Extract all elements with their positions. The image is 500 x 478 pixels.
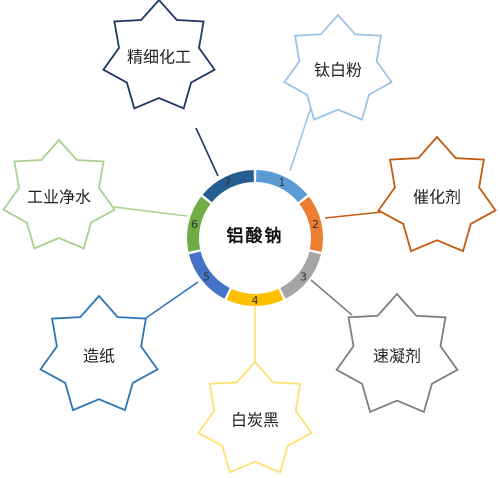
- center-ring: 1 2 3 4 5 6 7: [187, 170, 323, 307]
- star-shape: [39, 294, 159, 412]
- connector-line: [289, 106, 312, 172]
- connector-line: [195, 127, 219, 177]
- ring-segment: [256, 170, 308, 203]
- star-shape: [377, 135, 497, 253]
- ring-segment: [280, 251, 321, 299]
- application-label: 精细化工: [127, 48, 191, 67]
- connector-line: [310, 279, 353, 316]
- segment-number: 1: [278, 176, 285, 189]
- star-shape: [335, 292, 459, 414]
- application-label: 速凝剂: [373, 347, 421, 366]
- segment-number: 4: [252, 294, 259, 307]
- star-shape: [2, 138, 116, 250]
- segment-number: 6: [191, 218, 198, 231]
- ring-segment: [187, 196, 211, 252]
- center-disc: [200, 183, 310, 293]
- star-shape: [283, 13, 393, 121]
- application-label: 催化剂: [413, 188, 461, 207]
- connector-line: [113, 206, 188, 217]
- ring-segment: [299, 196, 323, 252]
- star-shape: [102, 0, 216, 110]
- star-shape: [197, 360, 313, 474]
- connector-line: [145, 281, 199, 319]
- ring-segment: [226, 288, 284, 306]
- ring-segment: [202, 170, 254, 203]
- application-label: 造纸: [83, 347, 115, 366]
- segment-number: 2: [312, 218, 319, 231]
- ring-segment: [189, 251, 230, 299]
- application-label: 工业净水: [27, 188, 91, 207]
- segment-number: 3: [300, 271, 307, 284]
- center-label: 铝酸钠: [227, 226, 284, 247]
- application-label: 白炭黑: [231, 411, 279, 430]
- segment-number: 7: [225, 176, 232, 189]
- connector-lines: [113, 106, 383, 362]
- application-label: 钛白粉: [314, 61, 362, 80]
- connector-line: [324, 211, 383, 219]
- segment-number: 5: [203, 271, 210, 284]
